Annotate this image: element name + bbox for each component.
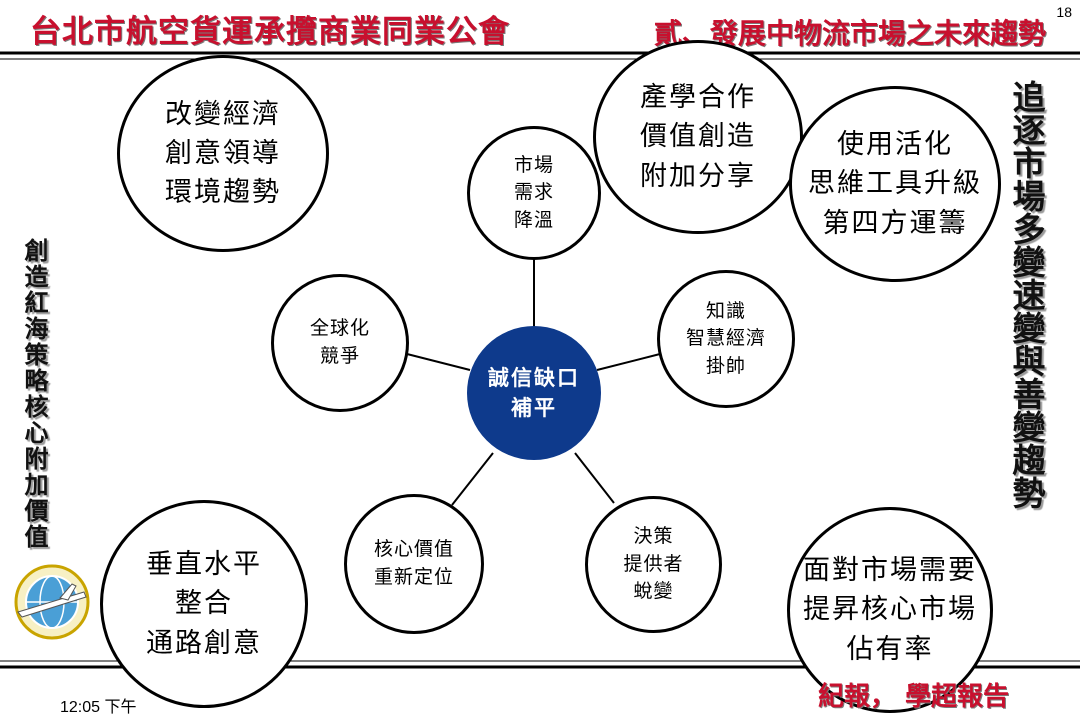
right-vertical-caption: 追逐市場多變速變與善變趨勢 <box>1007 80 1046 509</box>
corner-node-top-center: 產學合作 價值創造 附加分享 <box>593 40 803 234</box>
hub-node-market-demand: 市場 需求 降溫 <box>467 126 601 260</box>
corner-node-bottom-right: 面對市場需要 提昇核心市場 佔有率 <box>787 507 993 713</box>
node-label: 知識 智慧經濟 掛帥 <box>685 299 766 377</box>
corner-node-bottom-left: 垂直水平 整合 通路創意 <box>100 500 308 708</box>
footer-time: 12:05 下午 <box>60 699 137 716</box>
corner-node-top-right: 使用活化 思維工具升級 第四方運籌 <box>789 86 1001 282</box>
node-label: 誠信缺口 補平 <box>488 364 580 420</box>
connector-line <box>596 353 661 371</box>
hub-node-knowledge-economy: 知識 智慧經濟 掛帥 <box>657 270 795 408</box>
node-label: 市場 需求 降溫 <box>513 153 554 231</box>
connector-line <box>574 452 615 504</box>
hub-node-core-value: 核心價值 重新定位 <box>344 494 484 634</box>
left-vertical-caption: 創造紅海策略核心附加價值 <box>20 238 49 550</box>
corner-node-top-left: 改變經濟 創意領導 環境趨勢 <box>117 55 329 252</box>
node-label: 全球化 競爭 <box>309 317 370 367</box>
node-label: 核心價值 重新定位 <box>373 538 454 588</box>
node-label: 決策 提供者 蛻變 <box>623 525 684 603</box>
footer-report-label: 紀報， 學超報告 <box>818 682 1010 712</box>
node-label: 使用活化 思維工具升級 第四方運籌 <box>808 129 982 239</box>
connector-line <box>406 353 471 371</box>
center-node-integrity-gap: 誠信缺口 補平 <box>467 326 601 460</box>
association-logo-icon <box>14 564 90 640</box>
page-number: 18 <box>1056 4 1072 20</box>
connector-line <box>451 452 494 506</box>
node-label: 產學合作 價值創造 附加分享 <box>640 82 756 192</box>
node-label: 面對市場需要 提昇核心市場 佔有率 <box>803 555 977 665</box>
hub-node-globalization: 全球化 競爭 <box>271 274 409 412</box>
org-title: 台北市航空貨運承攬商業同業公會 <box>30 14 510 50</box>
node-label: 改變經濟 創意領導 環境趨勢 <box>165 98 281 209</box>
hub-node-decision-provider: 決策 提供者 蛻變 <box>585 496 722 633</box>
node-label: 垂直水平 整合 通路創意 <box>146 549 262 659</box>
